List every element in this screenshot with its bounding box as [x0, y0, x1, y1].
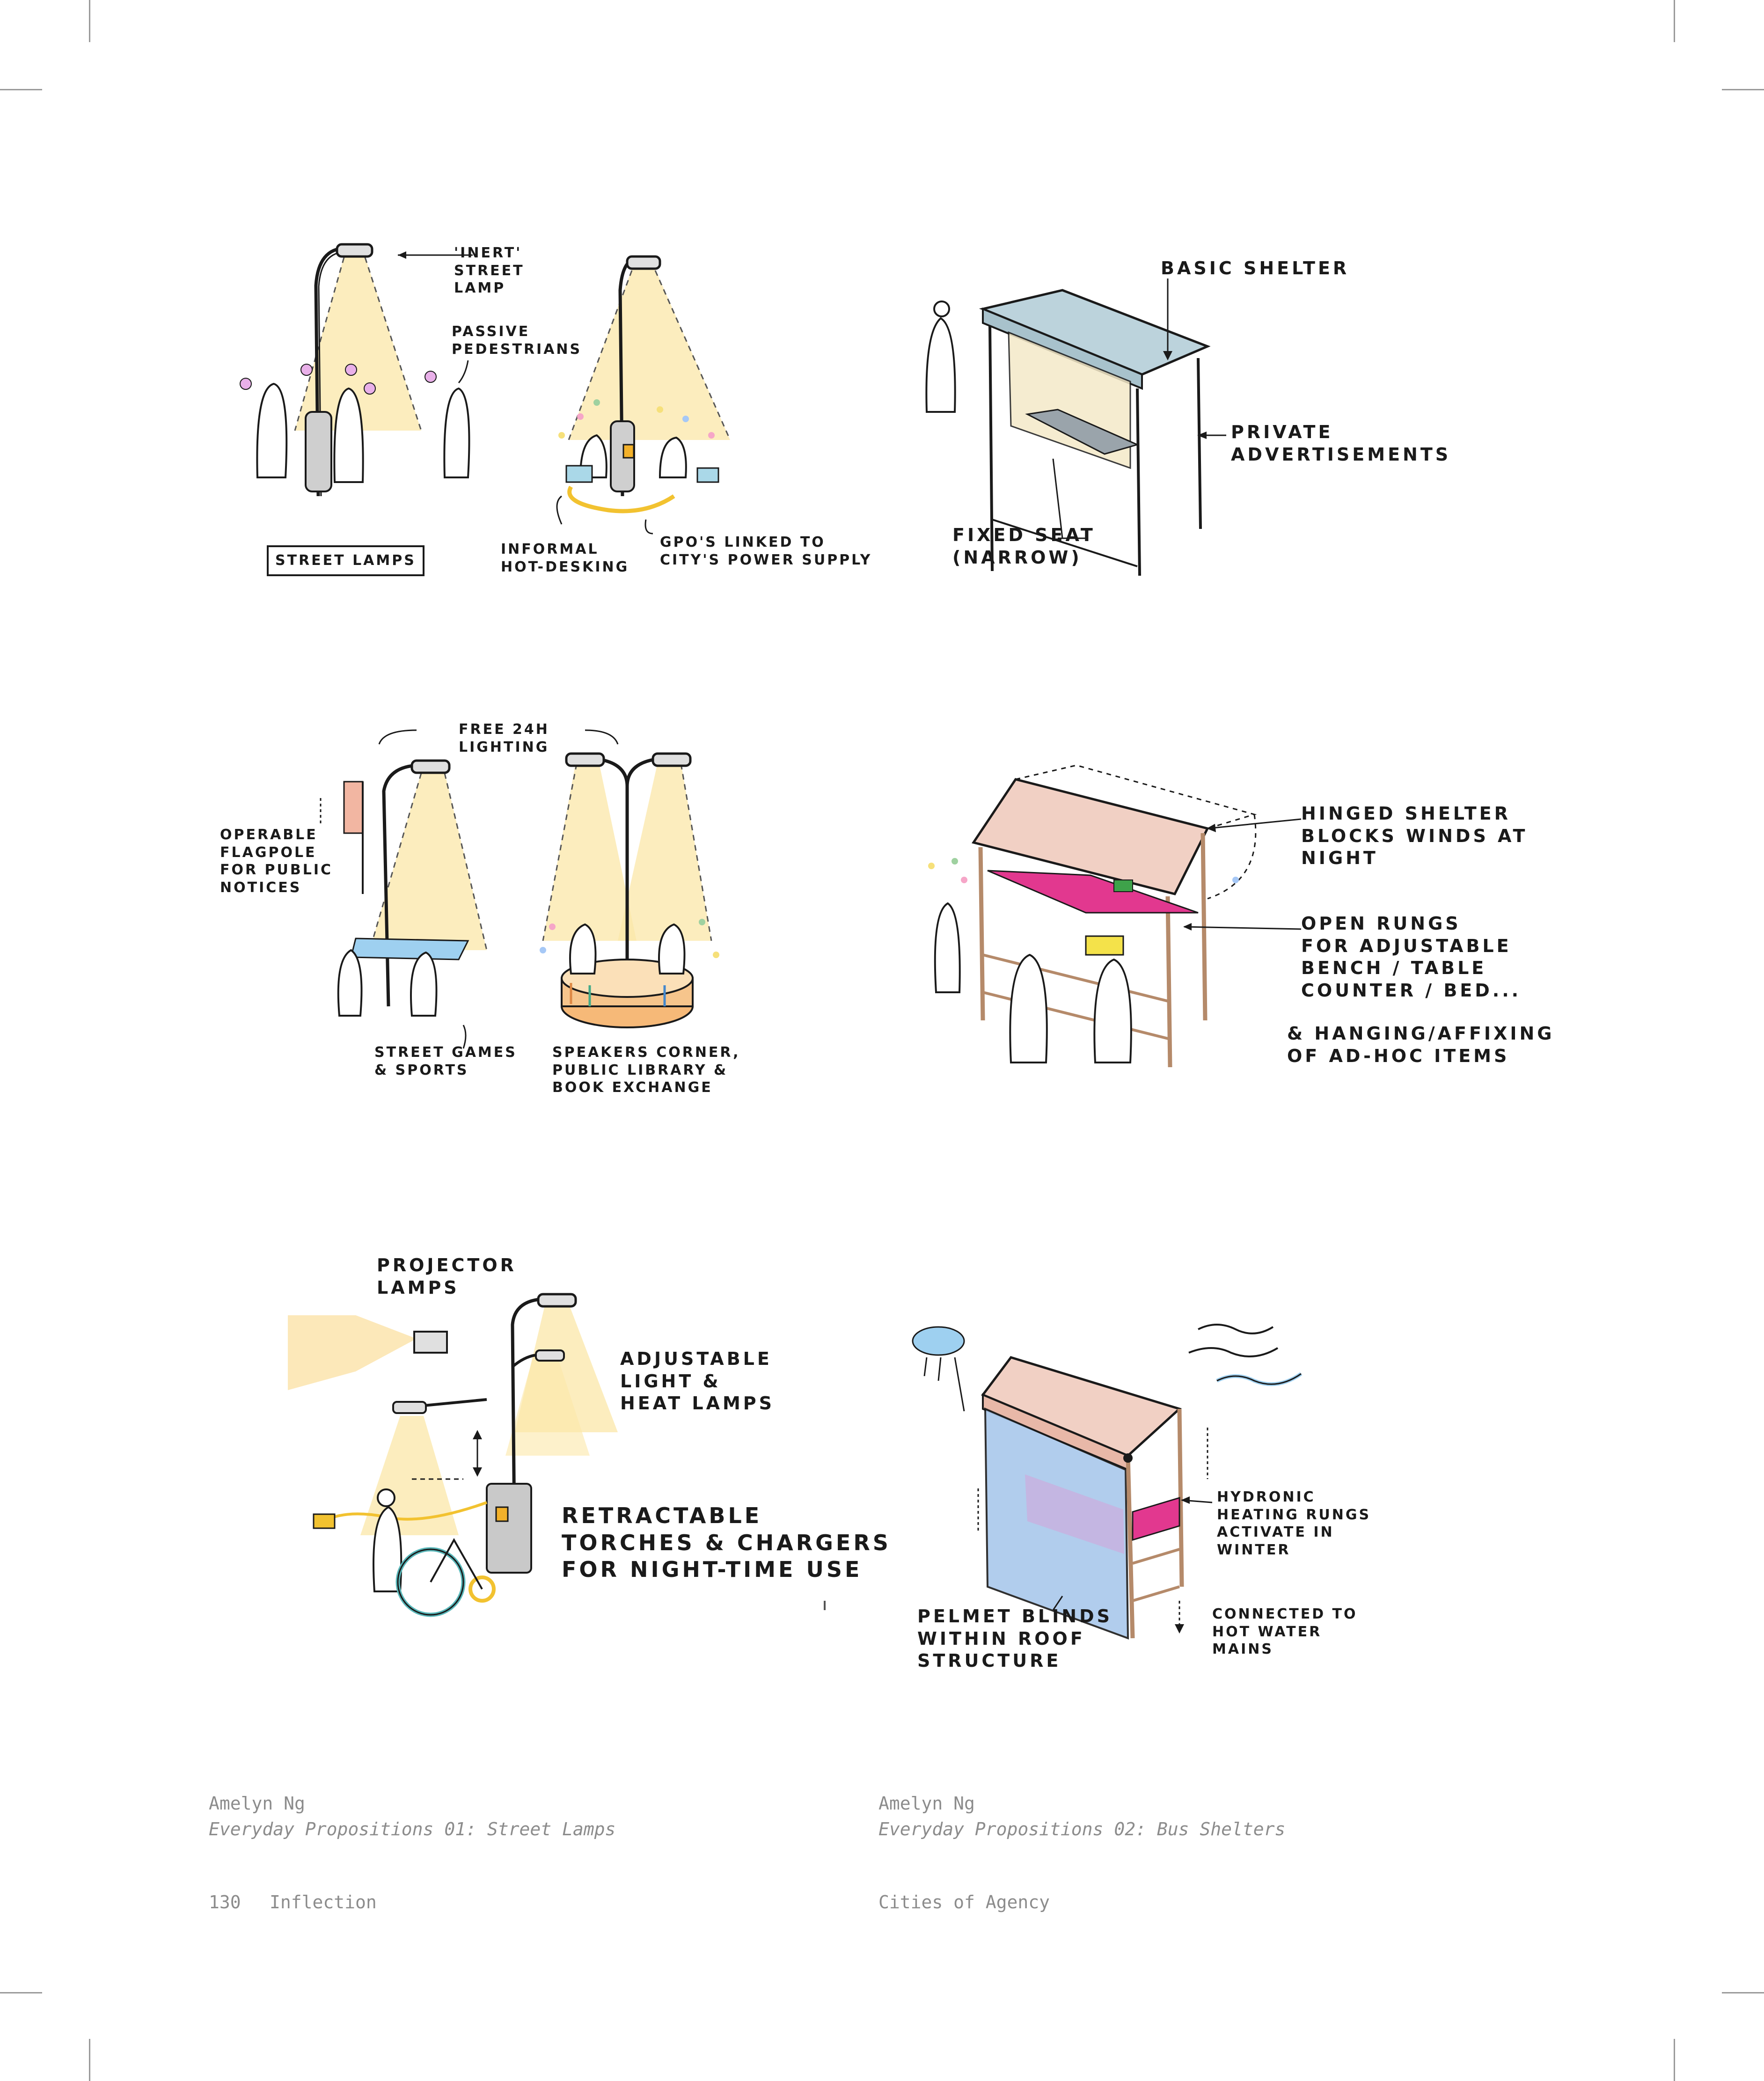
label-hanging-affixing: & HANGING/AFFIXING OF AD-HOC ITEMS: [1287, 1023, 1555, 1066]
running-head-left: Inflection: [270, 1892, 377, 1912]
label-street-lamps: STREET LAMPS: [267, 545, 425, 576]
sketch-basic-bus-shelter: BASIC SHELTER PRIVATE ADVERTISEMENTS FIX…: [917, 248, 1479, 604]
label-passive-pedestrians: PASSIVE PEDESTRIANS: [452, 323, 582, 358]
sketch-street-lamps-hot-desking: 'INERT' STREET LAMP PASSIVE PEDESTRIANS …: [225, 234, 870, 590]
crop-mark: [0, 89, 42, 90]
crop-mark: [0, 1992, 42, 1993]
bus-shelter-sketch: [912, 1324, 1303, 1640]
label-retractable-torches: RETRACTABLE TORCHES & CHARGERS FOR NIGHT…: [562, 1503, 891, 1582]
label-operable-flagpole: OPERABLE FLAGPOLE FOR PUBLIC NOTICES: [220, 827, 333, 896]
crop-mark: [1722, 1992, 1764, 1993]
stray-mark: [824, 1601, 826, 1610]
label-hinged-shelter: HINGED SHELTER BLOCKS WINDS AT NIGHT: [1301, 803, 1528, 868]
sketch-projector-lamps: PROJECTOR LAMPS ADJUSTABLE LIGHT & HEAT …: [281, 1254, 888, 1629]
crop-mark: [89, 0, 90, 42]
label-open-rungs: OPEN RUNGS FOR ADJUSTABLE BENCH / TABLE …: [1301, 913, 1522, 1001]
label-hydronic-heating-rungs: HYDRONIC HEATING RUNGS ACTIVATE IN WINTE…: [1217, 1489, 1371, 1558]
label-projector-lamps: PROJECTOR LAMPS: [377, 1255, 517, 1298]
label-basic-shelter: BASIC SHELTER: [1161, 258, 1350, 278]
credit-author: Amelyn Ng: [878, 1793, 975, 1814]
street-lamp-sketch: [320, 729, 719, 1049]
credit-author: Amelyn Ng: [209, 1793, 305, 1814]
credit-title: Everyday Propositions 02: Bus Shelters: [878, 1819, 1286, 1840]
label-pelmet-blinds: PELMET BLINDS WITHIN ROOF STRUCTURE: [917, 1606, 1113, 1671]
street-lamp-sketch: [240, 243, 731, 535]
street-lamp-sketch: [288, 1293, 618, 1617]
label-adjustable-light-heat-lamps: ADJUSTABLE LIGHT & HEAT LAMPS: [620, 1348, 775, 1414]
label-street-games: STREET GAMES & SPORTS: [374, 1044, 517, 1078]
label-informal-hot-desking: INFORMAL HOT-DESKING: [501, 541, 629, 575]
crop-mark: [89, 2039, 90, 2081]
crop-mark: [1722, 89, 1764, 90]
sketch-hinged-shelter: HINGED SHELTER BLOCKS WINDS AT NIGHT OPE…: [917, 758, 1552, 1095]
label-private-advertisements: PRIVATE ADVERTISEMENTS: [1231, 422, 1451, 465]
running-head-right: Cities of Agency: [878, 1892, 1050, 1912]
label-inert-street-lamp: 'INERT' STREET LAMP: [454, 245, 525, 296]
crop-mark: [1674, 2039, 1675, 2081]
credit-right: Amelyn Ng Everyday Propositions 02: Bus …: [878, 1791, 1285, 1842]
label-speakers-corner: SPEAKERS CORNER, PUBLIC LIBRARY & BOOK E…: [552, 1044, 740, 1096]
label-free-24h-lighting: FREE 24h LIGHTING: [459, 721, 549, 755]
crop-mark: [1674, 0, 1675, 42]
label-gpos-linked: GPO'S LINKED TO CITY'S POWER SUPPLY: [660, 534, 872, 568]
label-connected-hot-water: CONNECTED TO HOT WATER MAINS: [1212, 1606, 1358, 1657]
credit-title: Everyday Propositions 01: Street Lamps: [209, 1819, 616, 1840]
page-number: 130: [209, 1892, 241, 1912]
sketch-street-lamps-games-library: FREE 24h LIGHTING OPERABLE FLAGPOLE FOR …: [215, 716, 777, 1109]
bus-shelter-sketch: [925, 278, 1226, 576]
label-fixed-seat: FIXED SEAT (NARROW): [952, 525, 1096, 568]
credit-left: Amelyn Ng Everyday Propositions 01: Stre…: [209, 1791, 615, 1842]
sketch-heated-shelter-blinds: HYDRONIC HEATING RUNGS ACTIVATE IN WINTE…: [908, 1301, 1446, 1685]
bus-shelter-sketch: [928, 764, 1302, 1068]
